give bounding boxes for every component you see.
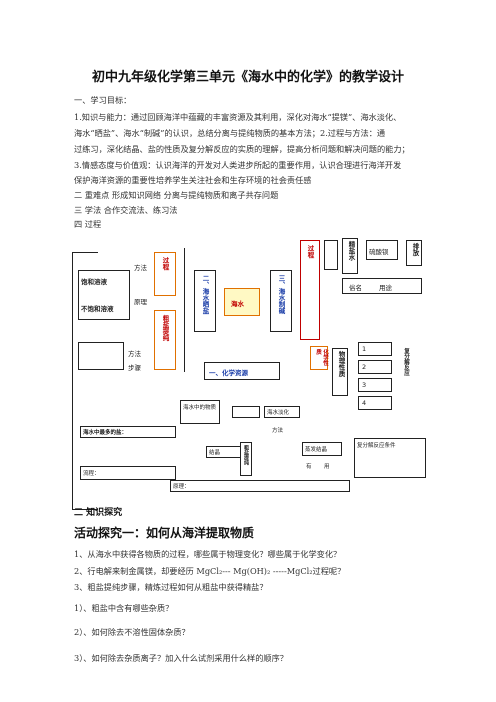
unsaturated-label: 不饱和溶液 xyxy=(81,305,114,313)
item-3-box: 3 xyxy=(358,378,392,392)
process-box: 过程 xyxy=(154,252,176,296)
principle-text: 原理： xyxy=(173,484,190,490)
sea-salt-box: 二、海水晒盐 xyxy=(194,270,216,332)
item-2-box: 2 xyxy=(358,360,392,374)
sea-salt-text: 二、海水晒盐 xyxy=(201,275,209,314)
key-points: 二 重难点 形成知识网络 分离与提纯物质和离子共存问题 xyxy=(74,190,279,200)
purify-text: 粗盐提纯 xyxy=(243,445,249,465)
principle-box: 原理： xyxy=(170,480,350,492)
objectives-line-1: 1.知识与能力：通过回顾海洋中蕴藏的丰富资源及其利用，深化对海水“提镁”、海水淡… xyxy=(74,112,402,122)
section2-heading: 二 知识探究 xyxy=(74,508,123,518)
mingcheng-text: 俗名 xyxy=(349,284,362,292)
most-salt-box: 海水中最多的盐： xyxy=(80,426,176,438)
evap-text: 蒸发结晶 xyxy=(305,447,328,453)
question-3-3: 3）、如何除去杂质离子？加入什么试剂采用什么样的顺序？ xyxy=(74,653,288,663)
evap-box: 蒸发结晶 xyxy=(302,442,342,456)
you-label: 有 xyxy=(306,464,312,470)
seawater-text: 海水 xyxy=(231,300,244,308)
saturated-label: 饱和溶液 xyxy=(81,278,107,286)
item-2: 2 xyxy=(362,363,367,371)
question-3: 3、粗盐提纯步骤，精炼过程如何从粗盐中获得精盐？ xyxy=(74,582,268,592)
liuda-text: 硫酸钡 xyxy=(369,248,389,256)
cryst-box: 结晶 xyxy=(206,446,242,458)
flow-box: 流程： xyxy=(80,466,176,480)
method3-label: 方法 xyxy=(272,428,284,434)
sea-alkali-text: 三、海水制碱 xyxy=(277,275,285,314)
question-3-2: 2）、如何除去不溶性固体杂质？ xyxy=(74,627,190,637)
concept-map: 饱和溶液 不饱和溶液 方法 原理 过程 粗盐提纯 方法 步骤 二、海水晒盐 海水… xyxy=(66,230,432,510)
alkali-process-text: 过程 xyxy=(306,245,314,258)
props-text: 物理性质 xyxy=(337,351,345,377)
sea-alkali-box: 三、海水制碱 xyxy=(270,270,292,332)
question-3-1: 1）、粗盐中含有哪些杂质？ xyxy=(74,603,174,613)
props-box: 物理性质 xyxy=(332,348,348,396)
reaction-cond-box: 复分解反应条件 xyxy=(354,438,426,478)
activity-title: 活动探究一：如何从海洋提取物质 xyxy=(74,526,255,540)
double-decomp-text: 复分解反应 xyxy=(403,348,409,376)
sea-mg-text: 海水中的物质 xyxy=(183,405,217,411)
solution-box: 饱和溶液 不饱和溶液 xyxy=(78,270,130,320)
principle-label: 原理 xyxy=(134,298,147,306)
sea-mg-box: 海水中的物质 xyxy=(180,400,220,424)
chem-props-box: 化学性质 xyxy=(310,346,328,370)
method2-label: 方法 xyxy=(128,350,141,358)
objectives-line-4: 3.情感态度与价值观：认识海洋的开发对人类进步所起的重要作用，认识合理进行海洋开… xyxy=(74,160,402,170)
chem-resources-box: 一、化学资源 xyxy=(204,362,280,380)
name-use-box: 俗名 用途 xyxy=(342,278,422,294)
cryst-text: 结晶 xyxy=(209,450,221,456)
desal-box: 海水淡化 xyxy=(264,406,300,418)
process-small-box xyxy=(324,240,338,270)
chem-resources-text: 一、化学资源 xyxy=(209,369,248,377)
jinghua-text: 精盐水 xyxy=(347,241,355,261)
page-title: 初中九年级化学第三单元《海水中的化学》的教学设计 xyxy=(91,70,404,85)
alkali-process-box: 过程 xyxy=(300,240,320,340)
objectives-heading: 一、学习目标： xyxy=(74,95,132,105)
item-4: 4 xyxy=(362,399,367,407)
seawater-center: 海水 xyxy=(224,288,260,316)
steps-box xyxy=(78,342,124,370)
yongtu-text: 用途 xyxy=(379,284,392,292)
method-label: 方法 xyxy=(134,264,147,272)
question-1: 1、从海水中获得各物质的过程，哪些属于物理变化？哪些属于化学变化？ xyxy=(74,549,342,559)
paifang-text: 排放 xyxy=(411,243,419,256)
use-label: 用 xyxy=(324,464,330,470)
blank-box xyxy=(232,406,260,418)
objectives-line-2: 海水“晒盐”、海水“制碱”的认识，总结分离与提纯物质的基本方法；2.过程与方法：… xyxy=(74,128,386,138)
item-1-box: 1 xyxy=(358,342,392,356)
reaction-cond-text: 复分解反应条件 xyxy=(357,443,396,449)
chem-props-text: 化学性质 xyxy=(315,349,328,366)
purify-box: 粗盐提纯 xyxy=(240,442,252,476)
process-heading: 四 过程 xyxy=(74,219,102,229)
crude-salt-text: 粗盐提纯 xyxy=(161,315,169,341)
item-1: 1 xyxy=(362,345,367,353)
crude-salt-box: 粗盐提纯 xyxy=(154,310,176,370)
jinghua-box: 精盐水 xyxy=(342,238,358,274)
liuda-box: 硫酸钡 xyxy=(366,240,398,260)
flow-text: 流程： xyxy=(83,471,100,477)
question-2: 2、行电解来制金属镁，却要经历 MgCl₂--- Mg(OH)₂ -----Mg… xyxy=(74,566,346,576)
process-text: 过程 xyxy=(161,257,169,270)
most-salt-text: 海水中最多的盐： xyxy=(83,430,128,436)
paifang-box: 排放 xyxy=(406,240,422,266)
desal-text: 海水淡化 xyxy=(267,410,290,416)
steps-label: 步骤 xyxy=(128,364,141,372)
item-3: 3 xyxy=(362,381,367,389)
objectives-line-5: 保护海洋资源的重要性培养学生关注社会和生存环境的社会责任感 xyxy=(74,175,312,185)
item-4-box: 4 xyxy=(358,396,392,410)
study-method: 三 学法 合作交流法、练习法 xyxy=(74,205,178,215)
objectives-line-3: 过练习，深化结晶、盐的性质及复分解反应的实质的理解，提高分析问题和解决问题的能力… xyxy=(74,144,410,154)
